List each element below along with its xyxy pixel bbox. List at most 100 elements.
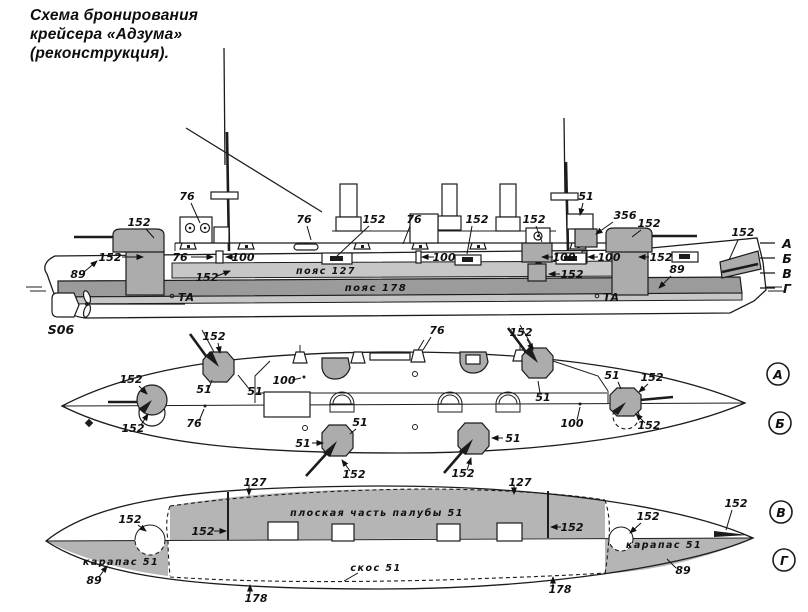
plan-view-vg: плоская часть палубы 51 карапас 51 карап…	[44, 476, 796, 605]
title-line3: (реконструкция).	[30, 45, 170, 62]
dim-aft-76: 76	[179, 190, 195, 203]
deck-hatches	[267, 521, 523, 542]
dim-caseb1-152: 152	[343, 468, 366, 481]
dim-bow-152: 152	[732, 226, 755, 239]
funnels	[332, 183, 556, 232]
dim-mid-152-2: 152	[466, 213, 489, 226]
dim-aft-barbette-152: 152	[99, 251, 122, 264]
dim-bow-89: 89	[669, 263, 685, 276]
dim-bowturret-152-bot: 152	[122, 422, 145, 435]
battery-outline	[254, 360, 609, 403]
carapace-left-label: карапас 51	[83, 557, 159, 568]
dim-89-right: 89	[675, 564, 691, 577]
vg-barbette-right	[608, 526, 634, 552]
carapace-right-label: карапас 51	[626, 540, 702, 551]
mid-deckhouse	[409, 213, 439, 244]
dim-fwd-turret-152: 152	[638, 217, 661, 230]
dim-fwdcase-51a: 51	[196, 383, 211, 396]
dim-mid-152-3: 152	[523, 213, 546, 226]
funnel-1	[339, 183, 358, 218]
bow-belt-sliver	[714, 531, 748, 537]
plan-fwd-casemate	[188, 329, 235, 383]
dim-aftturret-152: 152	[510, 326, 533, 339]
waterline-marks	[26, 286, 784, 292]
battery-guns	[321, 251, 699, 266]
dim-bowturret-152-top: 152	[120, 373, 143, 386]
title-line2: крейсера «Адзума»	[30, 26, 183, 43]
dim-hoist-100-fwd: 100	[273, 374, 296, 387]
dim-gun-76-top: 76	[429, 324, 445, 337]
dim-127-right: 127	[509, 476, 532, 489]
casemate-gun-ports	[179, 242, 631, 250]
dim-152-barbette-right: 152	[637, 510, 660, 523]
dim-ct-356: 356	[614, 209, 637, 222]
ammo-trunk-mid	[415, 250, 422, 264]
dim-152-deck-left: 152	[192, 525, 215, 538]
dim-deck-76: 76	[186, 417, 202, 430]
dim-178-right: 178	[549, 583, 572, 596]
vg-barbette-left	[134, 524, 166, 556]
dim-hoist-100-aft: 100	[561, 417, 584, 430]
belt-upper-label: пояс 127	[296, 266, 356, 277]
bridge-house	[263, 391, 311, 418]
dim-stern-89: 89	[70, 268, 86, 281]
ta-aft-dot	[169, 293, 175, 299]
svg-text:В: В	[776, 505, 786, 520]
side-dimension-labels: 89 152 76 152 76 100 152 76 152 76	[70, 190, 755, 289]
main-mast	[550, 117, 579, 252]
propeller	[82, 290, 185, 318]
dim-mid-76-1: 76	[296, 213, 312, 226]
ta-aft-label: ТА	[178, 291, 194, 304]
level-b: Б	[782, 251, 792, 266]
rudder	[51, 292, 80, 318]
plan-casemate-b2	[443, 422, 490, 474]
page-title: Схема бронирования крейсера «Адзума» (ре…	[30, 6, 198, 63]
skos-label: скос 51	[350, 563, 401, 574]
dim-caseb1-51-left: 51	[295, 437, 310, 450]
svg-text:Б: Б	[775, 416, 785, 431]
ta-fwd-label: ТА	[603, 291, 619, 304]
level-markers: А Б В Г	[760, 236, 792, 296]
conning-tower	[566, 213, 598, 248]
plan-view-ab: 152 152 152 51 51 76 100 76 152 51	[60, 324, 792, 481]
dim-trunk-100-mid: 100	[433, 251, 456, 264]
svg-text:А: А	[772, 367, 783, 382]
title-line1: Схема бронирования	[30, 7, 199, 24]
section-marker-b: Б	[768, 411, 792, 435]
funnel-3	[499, 183, 517, 218]
deck-boat	[293, 243, 319, 251]
dim-lower-152-fwd: 152	[561, 268, 584, 281]
dim-mid-152-1: 152	[363, 213, 386, 226]
section-marker-a: А	[766, 362, 790, 386]
plan-casemate-b1	[305, 424, 354, 477]
sponson-1	[321, 357, 351, 380]
dim-trunk-100-f1: 100	[553, 251, 576, 264]
carapace-right-armor	[605, 538, 753, 574]
dim-caseb2-152: 152	[452, 467, 475, 480]
dim-aftturret-51: 51	[535, 391, 550, 404]
dim-178-left: 178	[245, 592, 268, 605]
plan-fittings	[84, 371, 582, 431]
dim-sternturret-152-bot: 152	[638, 419, 661, 432]
dim-mid-76-2: 76	[406, 213, 422, 226]
plan-aft-turret	[506, 324, 554, 379]
aft-barbette	[125, 250, 165, 296]
dim-127-left: 127	[244, 476, 267, 489]
fwd-turret	[605, 227, 697, 253]
funnel-2	[441, 183, 458, 217]
level-a: А	[781, 236, 792, 251]
dim-89-left: 89	[86, 574, 102, 587]
dim-trunk-100-aft: 100	[232, 251, 255, 264]
plan-vg-labels: 127 127 152 152 152 152 152 89 89 178	[86, 476, 747, 605]
dim-152-deck-right: 152	[561, 521, 584, 534]
section-marker-v: В	[769, 500, 793, 524]
dim-aft-turret-152: 152	[128, 216, 151, 229]
dim-sternturret-152-top: 152	[641, 371, 664, 384]
dim-152-bow: 152	[725, 497, 748, 510]
level-g: Г	[783, 281, 792, 296]
dim-ct-roof-51: 51	[578, 190, 593, 203]
flat-deck-label: плоская часть палубы 51	[290, 508, 464, 519]
dim-sternturret-51: 51	[604, 369, 619, 382]
